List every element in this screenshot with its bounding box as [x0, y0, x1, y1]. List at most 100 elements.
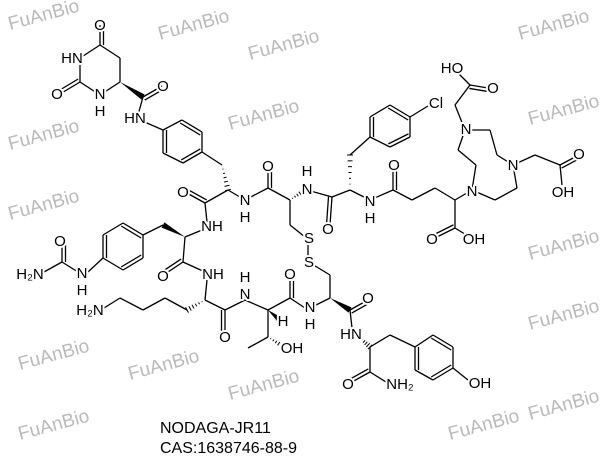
- double-bond: [144, 88, 165, 101]
- atom-label: N: [365, 193, 376, 210]
- bonds: [43, 25, 577, 383]
- wedge-bond: [330, 298, 352, 313]
- single-bond: [79, 44, 101, 59]
- single-bond: [204, 279, 208, 301]
- hashed-bond: [272, 339, 275, 342]
- atom-label: H: [240, 269, 251, 286]
- single-bond: [349, 309, 353, 329]
- double-bond: [430, 337, 452, 351]
- single-bond: [61, 261, 79, 273]
- hashed-bond: [362, 340, 366, 343]
- atom-label: O: [573, 146, 585, 163]
- atom-label: H₂N: [76, 302, 104, 319]
- atom-label: H: [302, 163, 313, 180]
- double-bond: [432, 367, 454, 381]
- atom-label: NH: [201, 218, 223, 235]
- atom-label: O: [157, 78, 169, 95]
- atom-label: N: [95, 86, 106, 103]
- atom-label: H: [278, 313, 289, 330]
- atom-label: HN: [340, 326, 362, 343]
- double-bond: [351, 371, 371, 383]
- single-bond: [244, 187, 269, 201]
- single-bond: [392, 189, 413, 201]
- single-bond: [43, 261, 63, 273]
- single-bond: [267, 187, 291, 201]
- double-bond: [469, 84, 489, 89]
- double-bond: [142, 85, 163, 98]
- atom-label: N: [240, 286, 251, 303]
- wedge-bond: [268, 310, 282, 323]
- single-bond: [142, 297, 166, 311]
- hashed-bond: [188, 305, 192, 311]
- double-bond: [179, 122, 201, 136]
- single-bond: [534, 154, 561, 166]
- single-bond: [204, 299, 226, 311]
- single-bond: [369, 136, 391, 148]
- single-bond: [119, 297, 144, 311]
- single-bond: [559, 164, 563, 186]
- single-bond: [204, 189, 229, 204]
- atom-label: HN: [124, 110, 146, 127]
- atom-label: NH₂: [386, 376, 414, 393]
- double-bond: [434, 227, 456, 239]
- atom-label: OH: [469, 375, 492, 392]
- atom-label: H: [305, 316, 316, 333]
- single-bond: [182, 261, 206, 273]
- hashed-bond: [277, 341, 281, 346]
- hashed-bond: [300, 189, 305, 195]
- single-bond: [349, 189, 371, 201]
- single-bond: [414, 334, 434, 348]
- double-bond: [351, 303, 369, 314]
- single-bond: [182, 236, 186, 263]
- single-bond: [224, 299, 246, 311]
- double-bond: [388, 133, 409, 145]
- atom-label: HO: [441, 60, 464, 77]
- hashed-bond: [279, 342, 284, 348]
- single-bond: [471, 164, 477, 191]
- single-bond: [289, 297, 306, 309]
- atom-label: NH: [202, 266, 224, 283]
- watermark-text: FuAnBio: [226, 366, 302, 405]
- single-bond: [311, 263, 331, 276]
- single-bond: [411, 187, 436, 201]
- hashed-bond: [224, 184, 230, 187]
- single-bond: [349, 136, 371, 156]
- watermark-text: FuAnBio: [6, 0, 82, 35]
- atom-label: HN: [61, 50, 83, 67]
- atom-label: OH: [552, 184, 575, 201]
- single-bond: [267, 297, 291, 311]
- watermark-text: FuAnBio: [6, 186, 82, 225]
- hashed-bond: [191, 304, 195, 309]
- watermark-text: FuAnBio: [156, 6, 232, 45]
- hashed-bond: [359, 337, 361, 339]
- watermark-text: FuAnBio: [126, 346, 202, 385]
- double-bond: [59, 81, 81, 95]
- double-bond: [389, 136, 411, 148]
- watermark-text: FuAnBio: [6, 116, 82, 155]
- atom-label: O: [362, 290, 374, 307]
- single-bond: [184, 227, 208, 238]
- watermark-text: FuAnBio: [226, 96, 302, 135]
- double-bond: [120, 254, 142, 268]
- single-bond: [454, 227, 469, 237]
- single-bond: [309, 297, 331, 309]
- double-bond: [184, 191, 206, 204]
- single-bond: [331, 189, 351, 198]
- hashed-bond: [223, 176, 227, 179]
- single-bond: [452, 367, 469, 381]
- atom-label: S: [304, 230, 314, 247]
- single-bond: [247, 336, 269, 349]
- double-bond: [433, 224, 454, 236]
- atom-label: N: [461, 121, 472, 138]
- hashed-bond: [194, 303, 198, 307]
- hashed-bond: [198, 302, 200, 305]
- atom-label: O: [51, 86, 63, 103]
- single-bond: [99, 81, 121, 96]
- compound-name: NODAGA-JR11: [160, 420, 271, 437]
- watermark-text: FuAnBio: [16, 406, 92, 445]
- double-bond: [430, 364, 452, 378]
- atom-label: H: [95, 103, 106, 120]
- double-bond: [120, 225, 142, 239]
